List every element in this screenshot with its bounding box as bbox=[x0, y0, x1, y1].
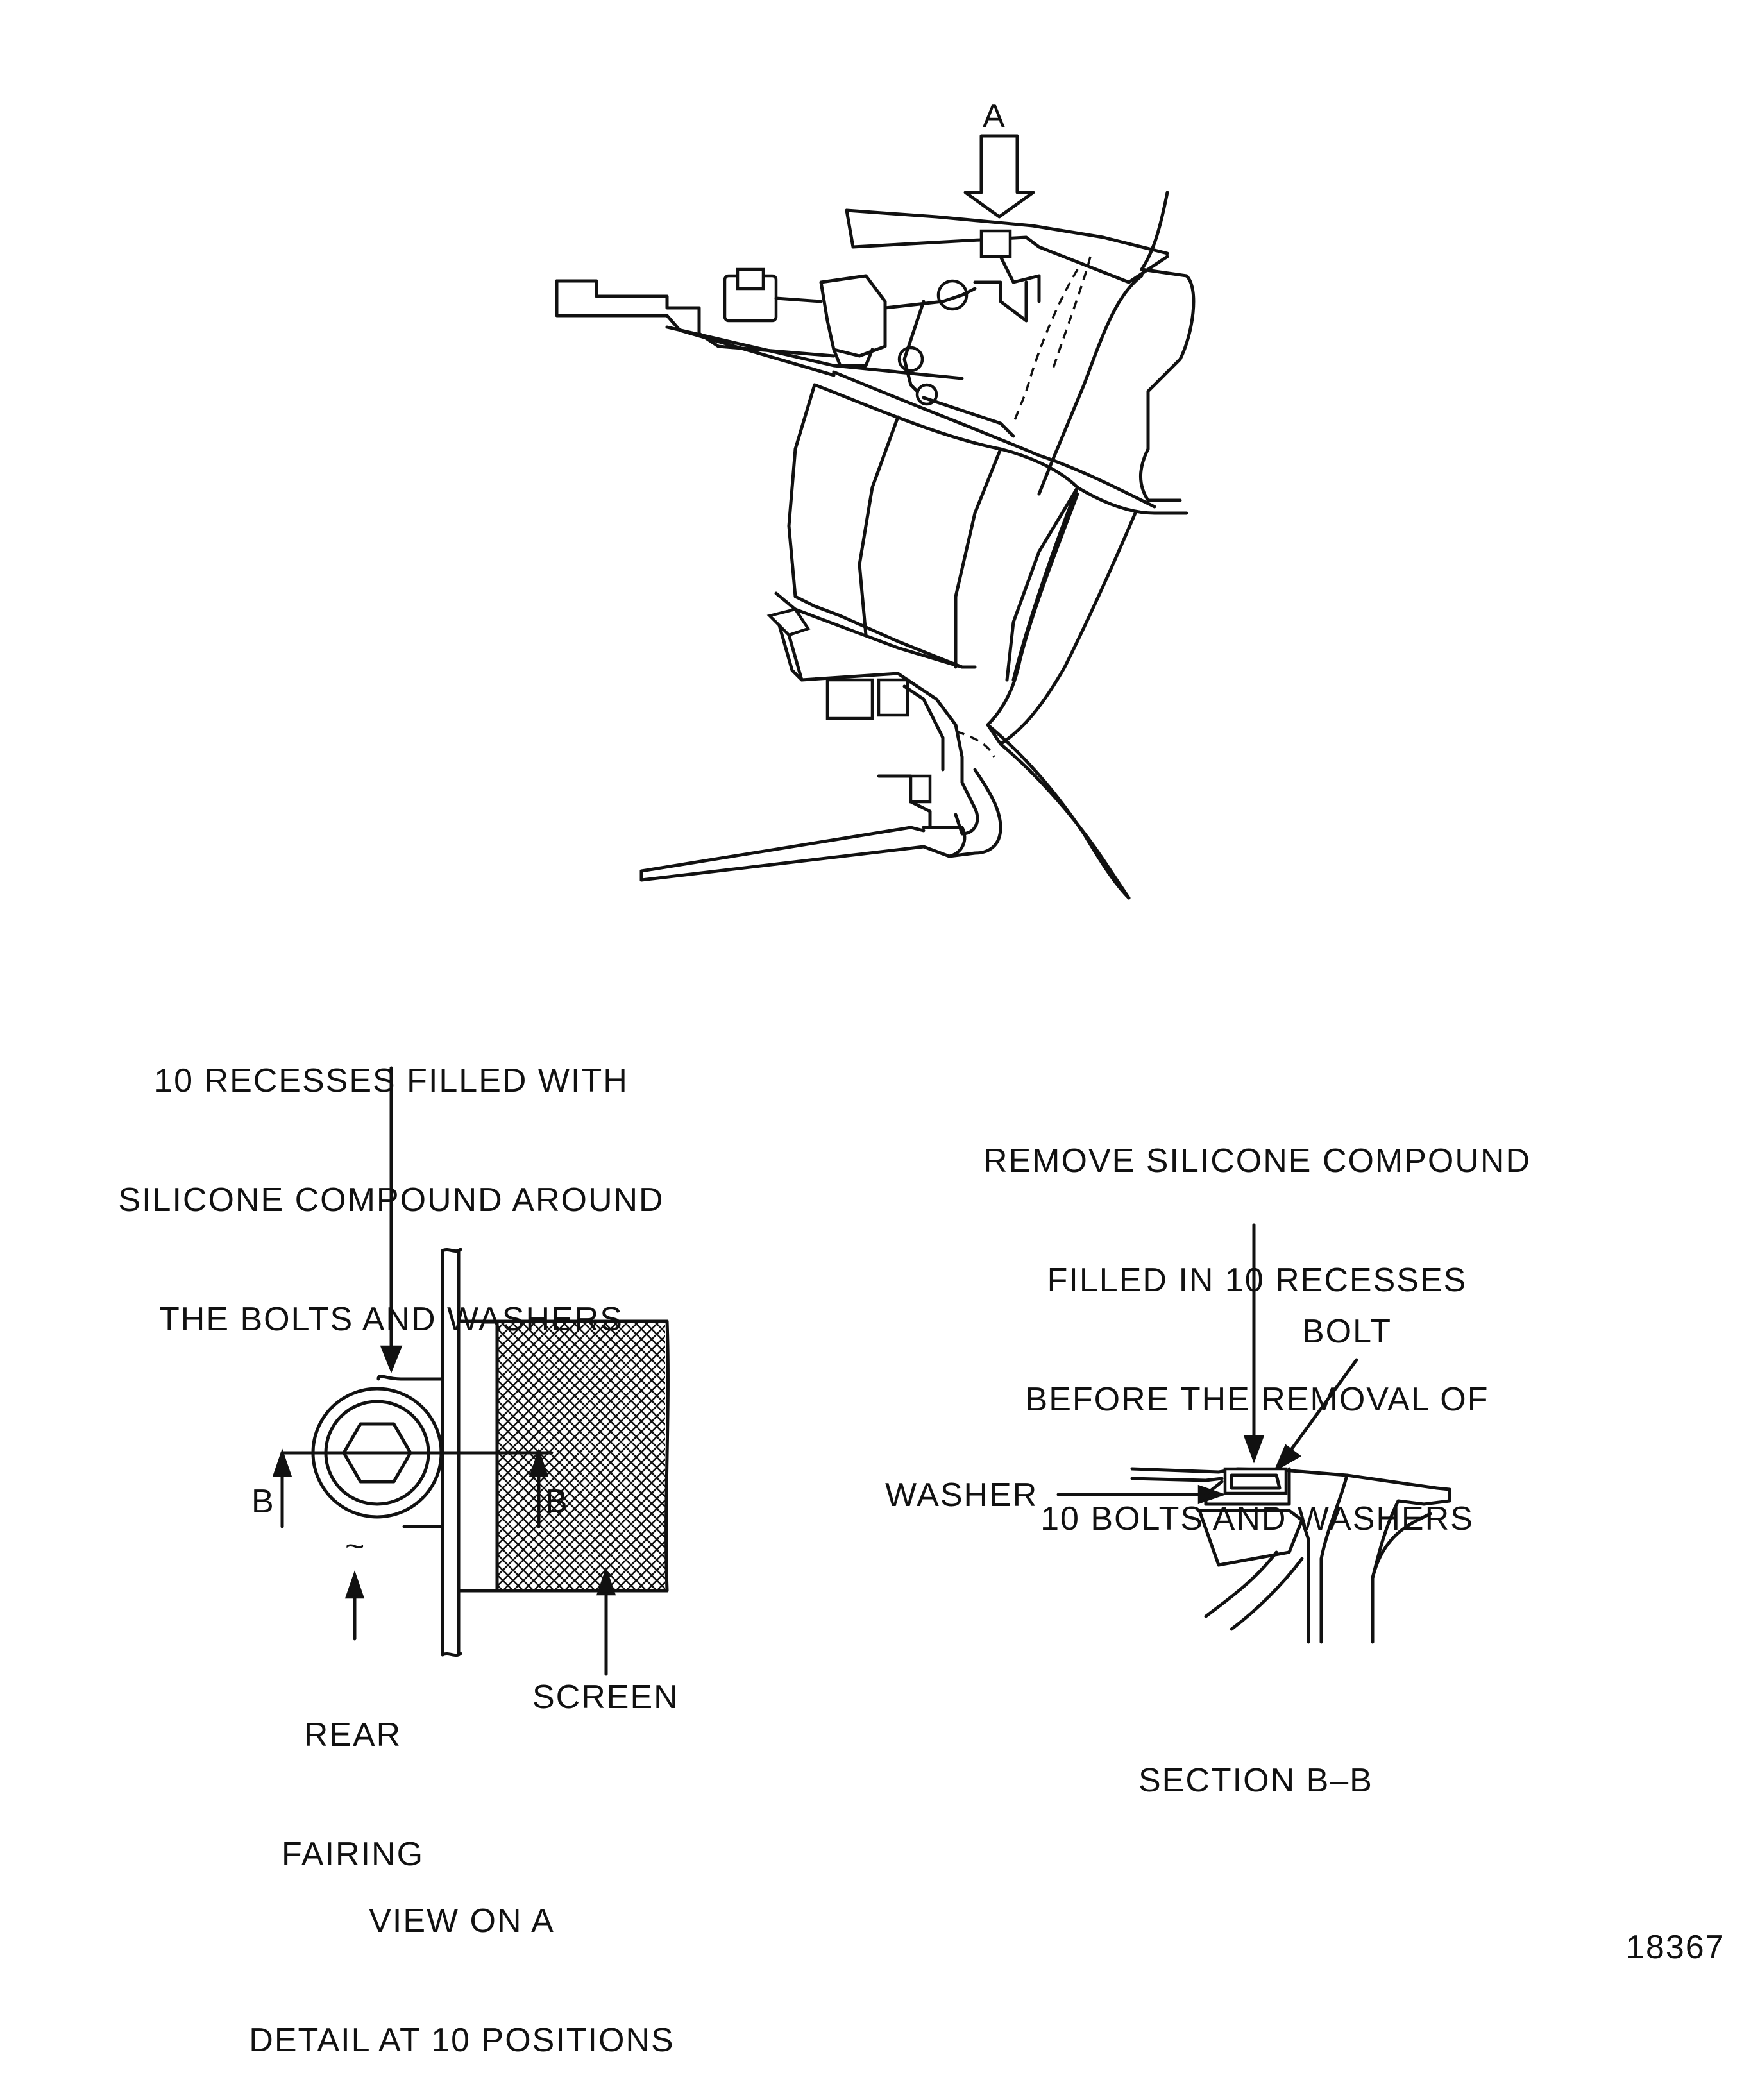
screen-mesh bbox=[497, 1323, 665, 1589]
view-on-a-caption-line-1: VIEW ON A bbox=[369, 1902, 555, 1940]
bolt-label: BOLT bbox=[1302, 1313, 1392, 1350]
recesses-callout: 10 RECESSES FILLED WITH SILICONE COMPOUN… bbox=[109, 981, 673, 1379]
view-a-arrow-icon bbox=[963, 134, 1035, 219]
recesses-callout-line-2: SILICONE COMPOUND AROUND bbox=[118, 1181, 664, 1219]
section-marker-left: B bbox=[251, 1483, 275, 1520]
screen-label: SCREEN bbox=[532, 1679, 679, 1716]
tilde-mark: ~ bbox=[345, 1528, 366, 1565]
view-on-a-caption: VIEW ON A DETAIL AT 10 POSITIONS bbox=[173, 1822, 750, 2100]
remove-compound-callout-line-2: FILLED IN 10 RECESSES bbox=[1047, 1262, 1468, 1299]
rear-fairing-label-line-2: FAIRING bbox=[281, 1836, 425, 1873]
rear-fairing-label-line-1: REAR bbox=[303, 1716, 402, 1754]
view-arrow-label: A bbox=[983, 97, 1006, 135]
figure-number: 18367 bbox=[1626, 1929, 1725, 1966]
view-on-a-caption-line-2: DETAIL AT 10 POSITIONS bbox=[249, 2022, 675, 2059]
bolt-leader-arrow bbox=[1278, 1358, 1358, 1468]
remove-compound-callout-line-3: BEFORE THE REMOVAL OF bbox=[1025, 1381, 1489, 1418]
view-on-a-drawing bbox=[272, 1066, 670, 1676]
washer-label: WASHER bbox=[885, 1477, 1038, 1514]
section-marker-right: B bbox=[545, 1483, 569, 1520]
recesses-callout-line-1: 10 RECESSES FILLED WITH bbox=[154, 1062, 629, 1099]
rear-fairing-label: REAR FAIRING bbox=[257, 1636, 449, 1914]
section-b-b-caption: SECTION B–B bbox=[1138, 1762, 1373, 1799]
isometric-assembly-drawing bbox=[555, 134, 1196, 900]
recesses-callout-line-3: THE BOLTS AND WASHERS bbox=[159, 1301, 623, 1338]
section-b-b-drawing bbox=[1056, 1223, 1451, 1644]
remove-compound-callout-line-4: 10 BOLTS AND WASHERS bbox=[1040, 1500, 1474, 1537]
remove-compound-callout-line-1: REMOVE SILICONE COMPOUND bbox=[983, 1142, 1532, 1180]
remove-compound-callout: REMOVE SILICONE COMPOUND FILLED IN 10 RE… bbox=[936, 1062, 1578, 1579]
